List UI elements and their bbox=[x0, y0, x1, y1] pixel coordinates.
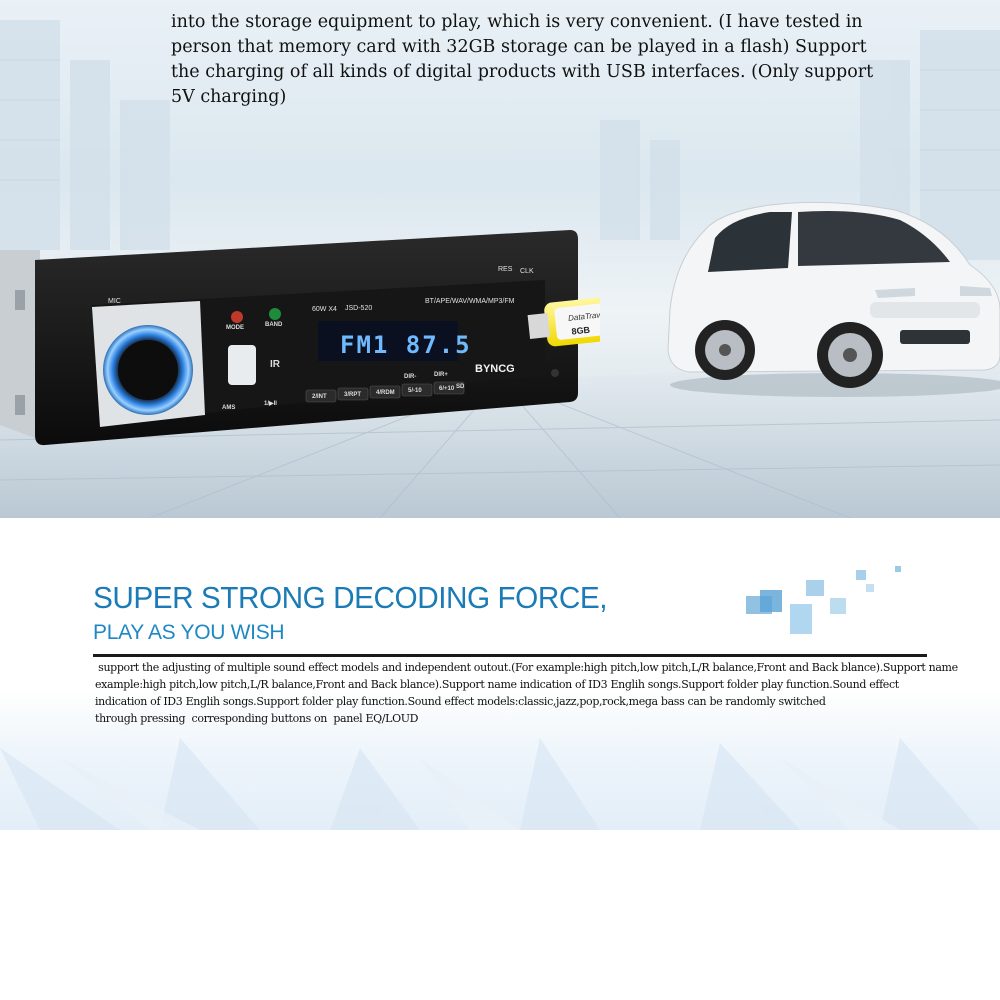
decorative-squares bbox=[746, 566, 901, 634]
display-frequency: FM1 87.5 bbox=[340, 331, 472, 359]
power-spec: 60W X4 bbox=[312, 306, 337, 313]
formats-label: BT/APE/WAV/WMA/MP3/FM bbox=[425, 298, 515, 305]
usb-port bbox=[228, 345, 256, 385]
section-subheadline: PLAY AS YOU WISH bbox=[93, 621, 285, 644]
ams-button[interactable]: AMS bbox=[222, 405, 235, 411]
intro-paragraph: into the storage equipment to play, whic… bbox=[171, 12, 874, 107]
int-label: 2/INT bbox=[312, 394, 327, 400]
car-grille bbox=[870, 302, 980, 318]
white-sedan-image bbox=[667, 201, 1000, 397]
description-line: example:high pitch,low pitch,L/R balance… bbox=[95, 678, 899, 691]
usb-flash-drive: DataTraveler 8GB G3 bbox=[527, 292, 600, 347]
minus10-label: 5/-10 bbox=[408, 388, 422, 394]
mode-label: MODE bbox=[226, 325, 244, 331]
band-button[interactable] bbox=[269, 308, 281, 320]
usb-capacity: 8GB bbox=[571, 325, 591, 337]
preset-button-2[interactable] bbox=[305, 389, 337, 403]
rpt-label: 3/RPT bbox=[344, 392, 361, 398]
product-photo-section: into the storage equipment to play, whic… bbox=[0, 0, 1000, 518]
play-pause-button[interactable]: 1/▶II bbox=[264, 400, 277, 407]
ir-label: IR bbox=[270, 359, 281, 370]
chassis-slot bbox=[15, 395, 25, 415]
description-line: through pressing corresponding buttons o… bbox=[95, 712, 419, 725]
sd-slot-label: SD bbox=[456, 384, 465, 390]
car-lower-grille bbox=[900, 330, 970, 344]
feature-description: support the adjusting of multiple sound … bbox=[95, 659, 958, 727]
description-line: support the adjusting of multiple sound … bbox=[95, 661, 958, 674]
section-headline: SUPER STRONG DECODING FORCE, bbox=[93, 580, 608, 615]
plus10-label: 6/+10 bbox=[439, 386, 455, 392]
res-label: RES bbox=[498, 266, 513, 273]
model-label: JSD-520 bbox=[345, 305, 372, 312]
preset-button-5[interactable] bbox=[401, 383, 433, 397]
chassis-slot bbox=[15, 290, 25, 310]
preset-button-4[interactable] bbox=[369, 385, 401, 399]
mic-label: MIC bbox=[108, 298, 121, 305]
mode-button[interactable] bbox=[231, 311, 243, 323]
light-rays-background bbox=[0, 738, 980, 830]
brand-logo: BYNCG bbox=[475, 363, 515, 375]
preset-button-6[interactable] bbox=[433, 381, 465, 395]
rdm-label: 4/RDM bbox=[376, 390, 395, 396]
usb-brand: DataTraveler bbox=[568, 309, 600, 323]
aux-jack bbox=[551, 369, 559, 377]
dir-plus-label: DIR+ bbox=[434, 372, 448, 378]
description-line: indication of ID3 Englih songs.Support f… bbox=[95, 695, 826, 708]
feature-section: SUPER STRONG DECODING FORCE, PLAY AS YOU… bbox=[0, 518, 1000, 830]
band-label: BAND bbox=[265, 322, 283, 328]
lcd-display bbox=[318, 321, 458, 361]
dir-minus-label: DIR- bbox=[404, 374, 416, 380]
preset-button-3[interactable] bbox=[337, 387, 369, 401]
clk-label: CLK bbox=[520, 268, 534, 275]
section-divider bbox=[93, 654, 927, 657]
car-stereo-image: IR MODE BAND AMS 1/▶II FM1 87.5 60W X4 J… bbox=[0, 230, 600, 446]
